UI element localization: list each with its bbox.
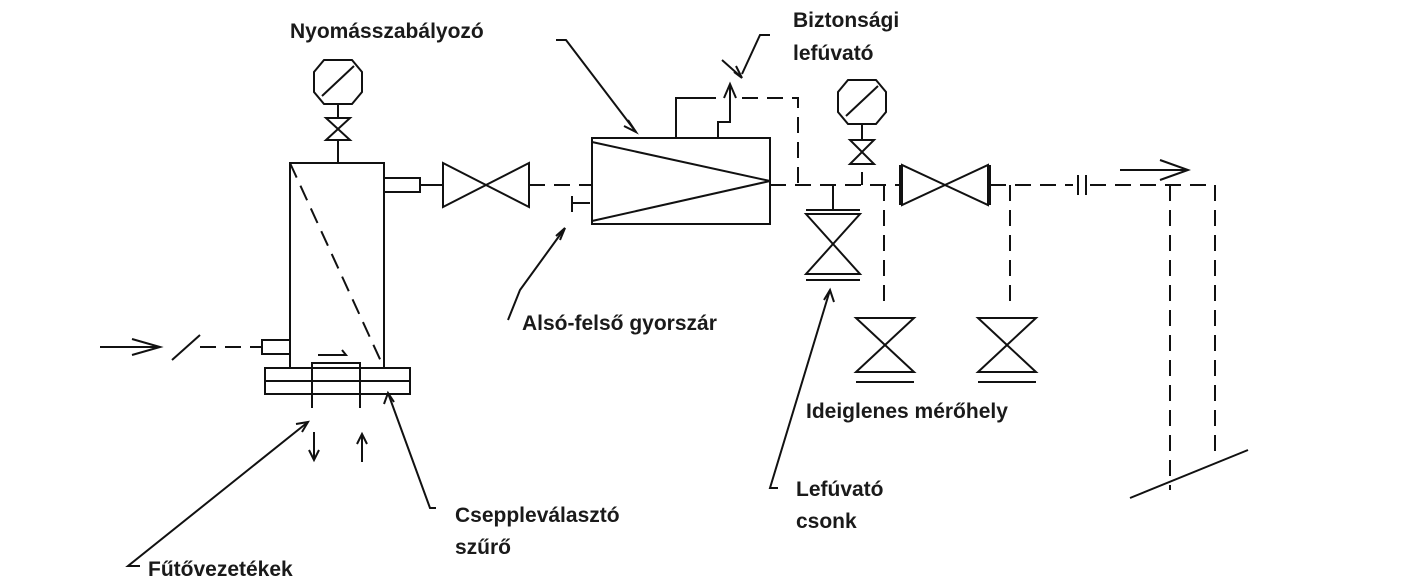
safety-blowoff-label-line1: Biztonsági xyxy=(793,9,899,32)
separator-filter-label-line2: szűrő xyxy=(455,536,511,559)
separator-vessel xyxy=(264,140,421,395)
heating-line-arrows xyxy=(308,431,368,463)
temporary-valve-icon xyxy=(853,317,1039,383)
manometer-icon xyxy=(837,79,887,140)
inlet-line xyxy=(100,334,291,361)
quick-shutoff-label: Alsó-felső gyorszár xyxy=(522,312,717,335)
pressure-regulator-label: Nyomásszabályozó xyxy=(290,20,484,43)
heating-lines-label: Fűtővezetékek xyxy=(148,558,293,581)
temporary-measuring-point-label: Ideiglenes mérőhely xyxy=(806,400,1008,423)
riser-line xyxy=(1129,185,1249,499)
quick-shutoff-icon xyxy=(571,196,590,212)
downstream-line xyxy=(770,172,900,210)
blowoff-valve-icon xyxy=(803,209,863,281)
safety-blowoff-label-line2: lefúvató xyxy=(793,42,874,65)
blowoff-stub-label-line1: Lefúvató xyxy=(796,478,884,501)
valve-icon xyxy=(847,139,877,165)
pressure-regulator xyxy=(591,97,799,225)
manometer-icon xyxy=(313,59,363,118)
measuring-branch xyxy=(883,185,1011,308)
blowoff-stub-label-line2: csonk xyxy=(796,510,857,533)
gate-valve-icon xyxy=(420,161,592,209)
valve-icon xyxy=(323,117,353,141)
outlet-line xyxy=(990,159,1215,195)
heating-coil xyxy=(311,349,361,408)
safety-relief-icon xyxy=(717,59,743,138)
separator-filter-label-line1: Cseppleválasztó xyxy=(455,504,620,527)
leader-lines xyxy=(125,34,835,567)
gate-valve-icon xyxy=(899,163,991,207)
